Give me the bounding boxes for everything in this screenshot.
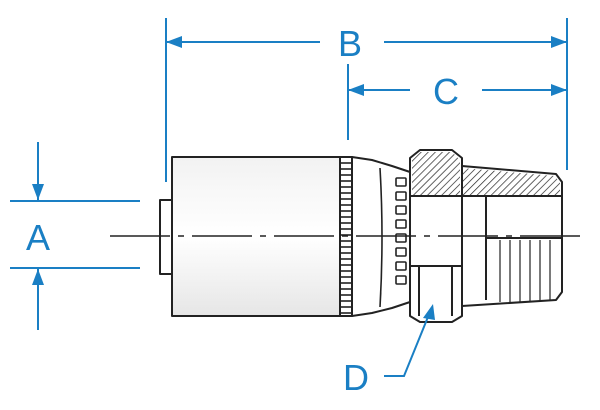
label-c: C [433,71,459,112]
hose-end-lip [159,199,173,275]
label-b: B [338,23,362,64]
hex-nut [409,149,463,323]
label-d: D [343,357,369,398]
dimension-lines [10,18,568,377]
socket-ridges [379,167,407,308]
label-a: A [26,217,50,258]
